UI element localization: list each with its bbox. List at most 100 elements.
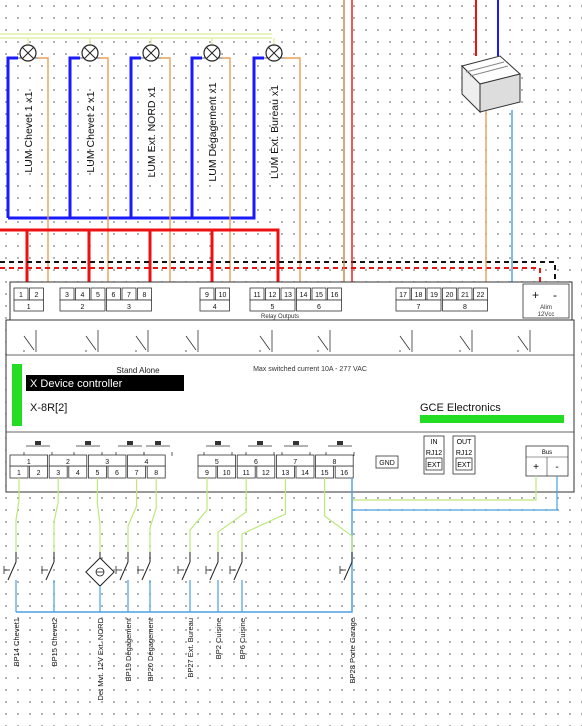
lamp-5: LUM Ext. Bureau x1 [264, 38, 284, 179]
relay-terminal-16[interactable]: 16 [327, 287, 342, 301]
input-circuit-4 [115, 478, 138, 612]
terminal-number: 14 [301, 470, 309, 477]
stand-alone-label: Stand Alone [116, 366, 160, 375]
input-group-8: 8 [315, 454, 354, 467]
relay-contact-symbol [85, 330, 99, 352]
terminal-number: 12 [262, 470, 270, 477]
relay-terminal-22[interactable]: 22 [473, 287, 488, 301]
pushbutton-icon [119, 561, 129, 581]
relay-terminal-19[interactable]: 19 [426, 287, 442, 301]
brand-accent-bar [420, 415, 564, 423]
input-circuit-8 [229, 478, 286, 612]
pushbutton-icon [7, 561, 17, 581]
input-terminal-1[interactable]: 1 [9, 465, 29, 479]
group-number: 1 [27, 459, 31, 466]
relay-group-8: 8 [442, 299, 488, 312]
relay-terminal-5[interactable]: 5 [90, 287, 106, 301]
group-number: 8 [463, 304, 467, 311]
relay-terminal-9[interactable]: 9 [199, 287, 215, 301]
relay-contact-symbol [459, 330, 473, 352]
green-led-bar [12, 364, 22, 426]
input-group-4: 4 [127, 454, 166, 467]
terminal-number: 22 [477, 292, 485, 299]
relay-terminal-6[interactable]: 6 [106, 287, 121, 301]
relay-terminal-18[interactable]: 18 [411, 287, 426, 301]
alim-plus: + [532, 288, 539, 302]
terminal-number: 2 [35, 292, 39, 299]
terminal-number: 20 [446, 292, 454, 299]
relay-terminal-4[interactable]: 4 [75, 287, 90, 301]
relay-terminal-8[interactable]: 8 [137, 287, 152, 301]
terminal-number: 9 [205, 292, 209, 299]
alim-label1: Alim [540, 305, 552, 311]
terminal-number: 18 [415, 292, 423, 299]
input-terminal-14[interactable]: 14 [295, 465, 315, 479]
group-number: 4 [213, 304, 217, 311]
alim-minus: - [553, 288, 557, 302]
rj-in-rj: RJ12 [426, 450, 442, 457]
terminal-number: 7 [127, 292, 131, 299]
relay-terminal-14[interactable]: 14 [296, 287, 311, 301]
input-terminal-5[interactable]: 5 [88, 465, 107, 479]
relay-terminal-10[interactable]: 10 [215, 287, 230, 301]
input-label-4: BP19 Dégagement [124, 617, 133, 681]
terminal-number: 13 [284, 292, 292, 299]
relay-terminal-1[interactable]: 1 [13, 287, 29, 301]
relay-terminal-15[interactable]: 15 [311, 287, 327, 301]
brand-label: GCE Electronics [420, 402, 501, 414]
input-label-3: Det Mvt. 12V Ext. NORD [96, 617, 105, 700]
device-model: X-8R[2] [30, 402, 67, 414]
relay-terminal-7[interactable]: 7 [121, 287, 137, 301]
lamp-label: LUM Ext. NORD x1 [146, 86, 158, 177]
lamp-label: LUM Ext. Bureau x1 [269, 85, 281, 179]
relay-terminal-13[interactable]: 13 [280, 287, 296, 301]
rj-in-title: IN [431, 439, 438, 446]
relay-terminal-11[interactable]: 11 [249, 287, 265, 301]
terminal-number: 19 [430, 292, 438, 299]
relay-terminal-17[interactable]: 17 [395, 287, 411, 301]
relay-contact-symbol [399, 330, 413, 352]
relay-contact-symbol [185, 330, 199, 352]
input-terminal-10[interactable]: 10 [217, 465, 237, 479]
input-label-2: BP15 Chevet2 [50, 618, 59, 666]
input-terminal-12[interactable]: 12 [256, 465, 276, 479]
pushbutton-icon [181, 561, 191, 581]
terminal-number: 7 [135, 470, 139, 477]
relay-terminal-21[interactable]: 21 [457, 287, 473, 301]
terminal-number: 10 [223, 470, 231, 477]
input-terminal-16[interactable]: 16 [334, 465, 354, 479]
relay-terminal-12[interactable]: 12 [265, 287, 280, 301]
input-terminal-8[interactable]: 8 [146, 465, 166, 479]
rj-out-title: OUT [457, 439, 473, 446]
input-label-7: BP2 Cuisine [214, 618, 223, 659]
input-terminal-13[interactable]: 13 [275, 465, 295, 479]
input-terminal-2[interactable]: 2 [29, 465, 49, 479]
relay-outputs-label: Relay Outputs [261, 314, 299, 320]
terminal-number: 16 [331, 292, 339, 299]
relay-terminal-2[interactable]: 2 [29, 287, 44, 301]
gnd-label: GND [379, 460, 395, 467]
terminal-number: 16 [340, 470, 348, 477]
relay-terminal-3[interactable]: 3 [59, 287, 75, 301]
input-terminal-11[interactable]: 11 [236, 465, 256, 479]
input-terminal-15[interactable]: 15 [315, 465, 335, 479]
input-terminal-4[interactable]: 4 [68, 465, 88, 479]
relay-terminal-20[interactable]: 20 [442, 287, 457, 301]
relay-contact-symbol [317, 330, 331, 352]
input-terminal-3[interactable]: 3 [48, 465, 68, 479]
input-terminal-6[interactable]: 6 [107, 465, 127, 479]
relay-contact-symbol [259, 330, 273, 352]
terminal-number: 15 [315, 292, 323, 299]
alim-label2: 12Vcc [538, 312, 555, 318]
lamp-1: LUM Chevet 1 x1 [18, 38, 38, 173]
input-group-2: 2 [48, 454, 88, 467]
input-terminal-7[interactable]: 7 [127, 465, 146, 479]
relay-contact-symbol [23, 330, 37, 352]
bus-minus: - [555, 462, 558, 473]
terminal-number: 1 [17, 470, 21, 477]
input-terminal-9[interactable]: 9 [197, 465, 217, 479]
terminal-number: 11 [253, 292, 260, 299]
